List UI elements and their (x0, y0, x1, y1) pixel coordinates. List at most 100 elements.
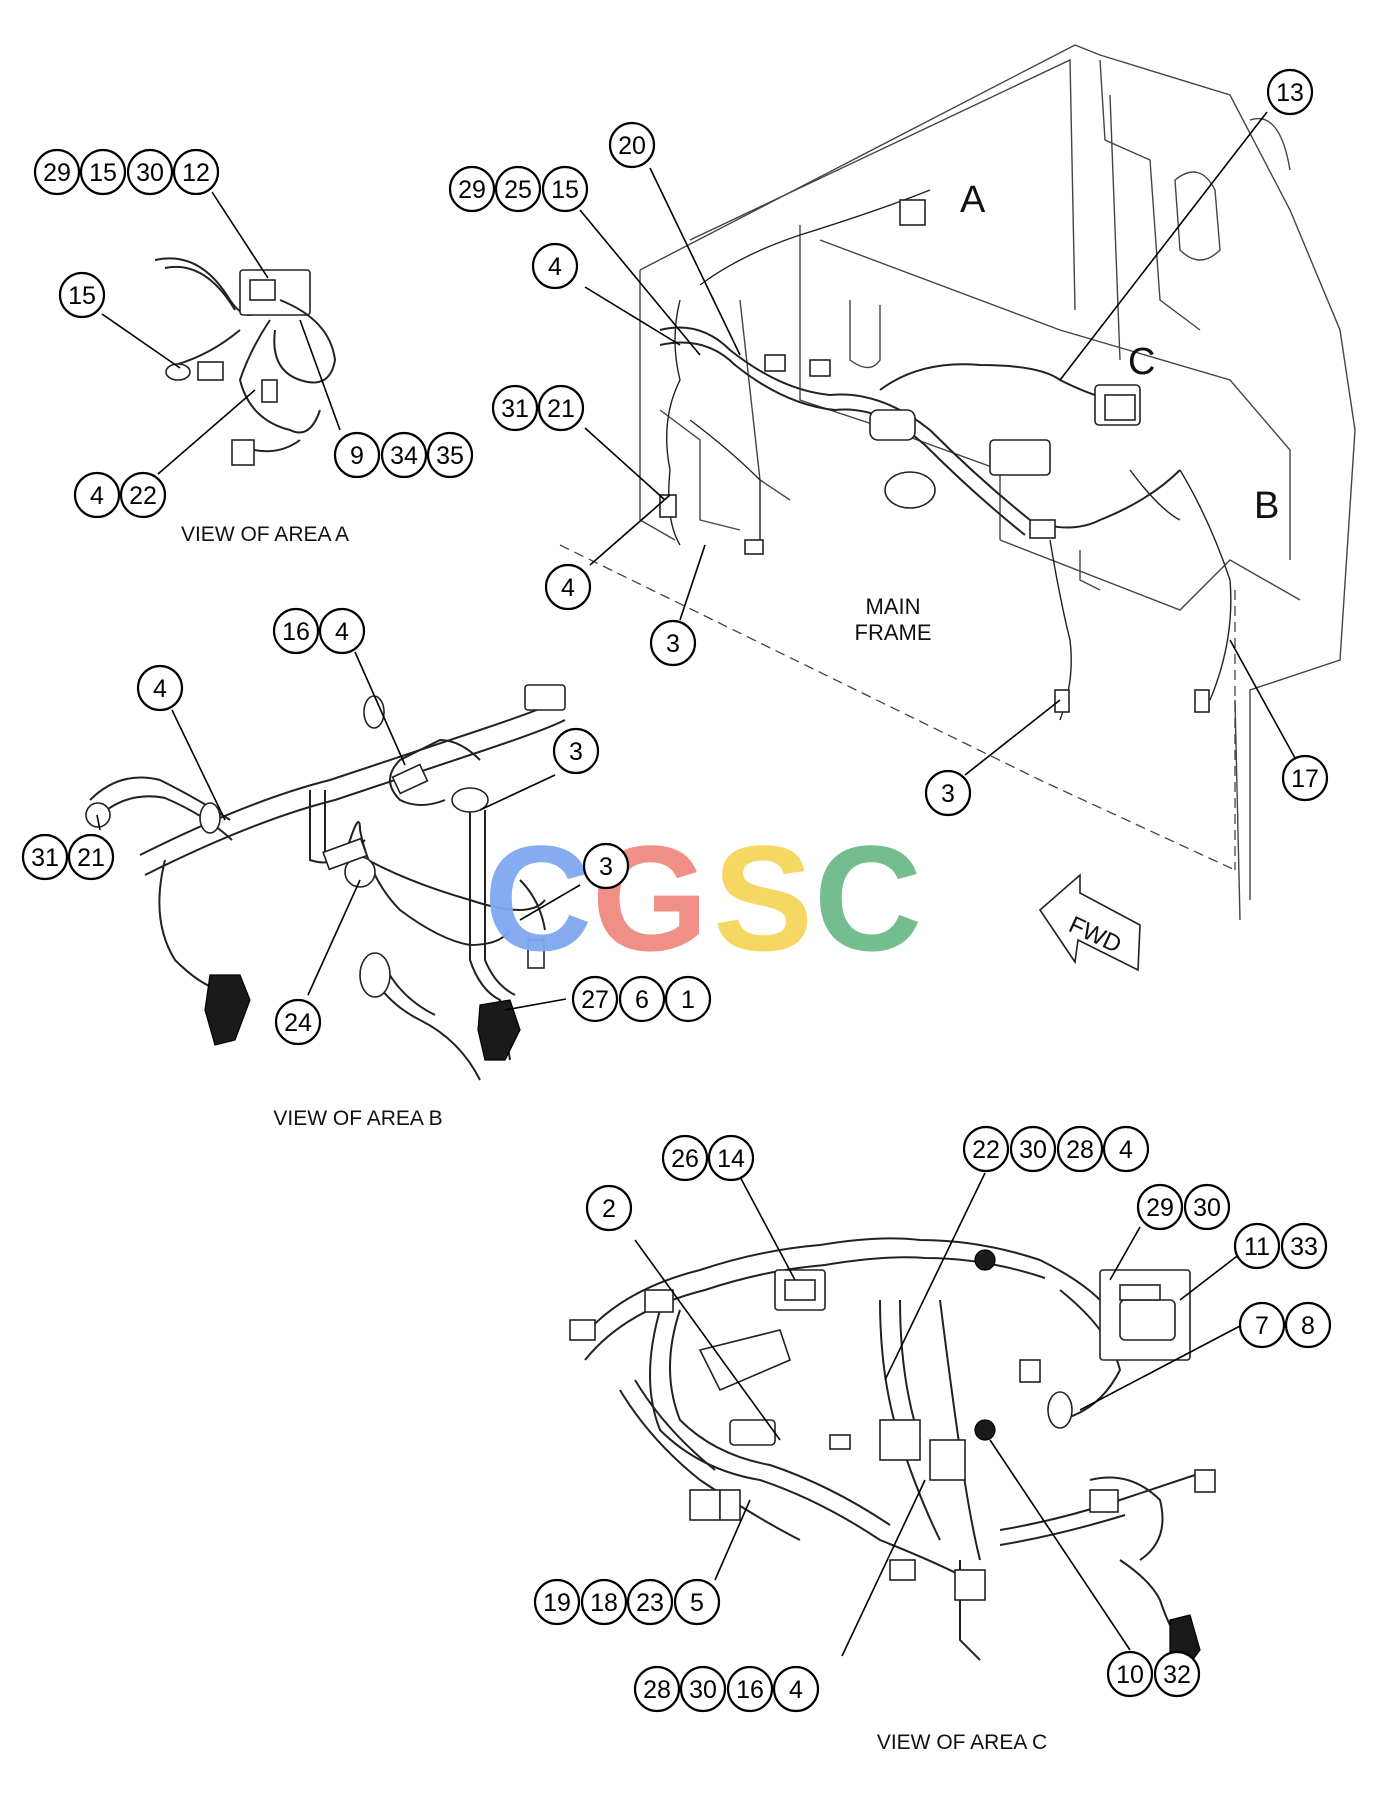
callout-number: 30 (1019, 1136, 1047, 1164)
callout-number: 15 (551, 176, 579, 204)
callout-circle (1106, 1650, 1154, 1698)
callout-circle (426, 431, 474, 479)
callout-number: 4 (335, 618, 349, 646)
callout-circle (673, 1578, 721, 1626)
callout-b4: 3 (552, 727, 600, 775)
callout-a8: 35 (426, 431, 474, 479)
callout-b5: 31 (21, 833, 69, 881)
callout-c12: 7 (1238, 1301, 1286, 1349)
callout-number: 22 (972, 1136, 1000, 1164)
watermark-letter-2: G (592, 814, 709, 982)
callout-circle (580, 1578, 628, 1626)
callout-number: 18 (590, 1589, 618, 1617)
callout-b9: 6 (618, 975, 666, 1023)
callout-circle (33, 148, 81, 196)
callout-circle (1056, 1125, 1104, 1173)
callout-number: 6 (635, 986, 649, 1014)
callout-circle (126, 148, 174, 196)
callout-number: 3 (941, 780, 955, 808)
callout-number: 8 (1301, 1312, 1315, 1340)
callout-number: 34 (390, 442, 418, 470)
callout-number: 30 (1193, 1194, 1221, 1222)
callout-a6: 9 (333, 431, 381, 479)
callout-m9: 4 (544, 563, 592, 611)
callout-number: 16 (736, 1676, 764, 1704)
callout-a4: 12 (172, 148, 220, 196)
callout-number: 27 (581, 986, 609, 1014)
callout-c19: 30 (679, 1665, 727, 1713)
callout-number: 29 (43, 159, 71, 187)
callout-number: 33 (1290, 1233, 1318, 1261)
main-harness (659, 189, 1232, 721)
callout-circle (661, 1134, 709, 1182)
callout-number: 26 (671, 1145, 699, 1173)
callout-circle (1136, 1183, 1184, 1231)
callout-circle (679, 1665, 727, 1713)
callout-number: 10 (1116, 1661, 1144, 1689)
callout-number: 4 (561, 574, 575, 602)
watermark-letter-3: S (713, 814, 813, 982)
callout-c23: 32 (1153, 1650, 1201, 1698)
callout-m8: 21 (537, 384, 585, 432)
callout-number: 22 (129, 482, 157, 510)
callout-circle (552, 727, 600, 775)
callout-b7: 3 (582, 842, 630, 890)
callout-circle (318, 607, 366, 655)
callout-m6: 4 (531, 242, 579, 290)
callout-c13: 8 (1284, 1301, 1332, 1349)
callout-b1: 16 (272, 607, 320, 655)
callout-number: 4 (789, 1676, 803, 1704)
callout-c4: 30 (1009, 1125, 1057, 1173)
watermark-logo: C G S C (484, 814, 922, 982)
callout-b2: 4 (318, 607, 366, 655)
callout-number: 20 (618, 132, 646, 160)
callout-b6: 21 (67, 833, 115, 881)
callout-c16: 23 (626, 1578, 674, 1626)
callout-number: 4 (548, 253, 562, 281)
callout-c17: 5 (673, 1578, 721, 1626)
callout-number: 30 (136, 159, 164, 187)
callout-a10: 22 (119, 471, 167, 519)
callout-circle (1233, 1222, 1281, 1270)
view-title-area-c: VIEW OF AREA C (877, 1731, 1047, 1754)
callout-circle (380, 431, 428, 479)
callout-circle (544, 563, 592, 611)
callout-c18: 28 (633, 1665, 681, 1713)
callout-a9: 4 (73, 471, 121, 519)
callout-c2: 14 (707, 1134, 755, 1182)
leader-lines (96, 111, 1296, 1657)
callout-circle (1102, 1125, 1150, 1173)
callout-c22: 10 (1106, 1650, 1154, 1698)
callout-number: 24 (284, 1009, 312, 1037)
callout-number: 30 (689, 1676, 717, 1704)
callout-circle (73, 471, 121, 519)
callout-number: 31 (501, 395, 529, 423)
callout-circle (582, 842, 630, 890)
callout-c5: 28 (1056, 1125, 1104, 1173)
callout-circle (1281, 754, 1329, 802)
callout-c21: 4 (772, 1665, 820, 1713)
callout-number: 17 (1291, 765, 1319, 793)
callout-circle (531, 242, 579, 290)
callout-number: 32 (1163, 1661, 1191, 1689)
callout-c11: 33 (1280, 1222, 1328, 1270)
callout-number: 28 (1066, 1136, 1094, 1164)
callout-circle (58, 271, 106, 319)
callout-number: 29 (458, 176, 486, 204)
main-frame-label-line1: MAIN (866, 594, 921, 619)
watermark-letter-1: C (484, 814, 592, 982)
watermark-letter-4: C (814, 814, 922, 982)
callout-circle (541, 165, 589, 213)
callout-circle (491, 384, 539, 432)
callout-number: 19 (543, 1589, 571, 1617)
callout-a5: 15 (58, 271, 106, 319)
callout-circle (1183, 1183, 1231, 1231)
callout-c1: 26 (661, 1134, 709, 1182)
callout-number: 4 (90, 482, 104, 510)
callout-c9: 30 (1183, 1183, 1231, 1231)
area-letter-c: C (1128, 341, 1155, 383)
callout-b3: 4 (136, 664, 184, 712)
callout-circle (626, 1578, 674, 1626)
